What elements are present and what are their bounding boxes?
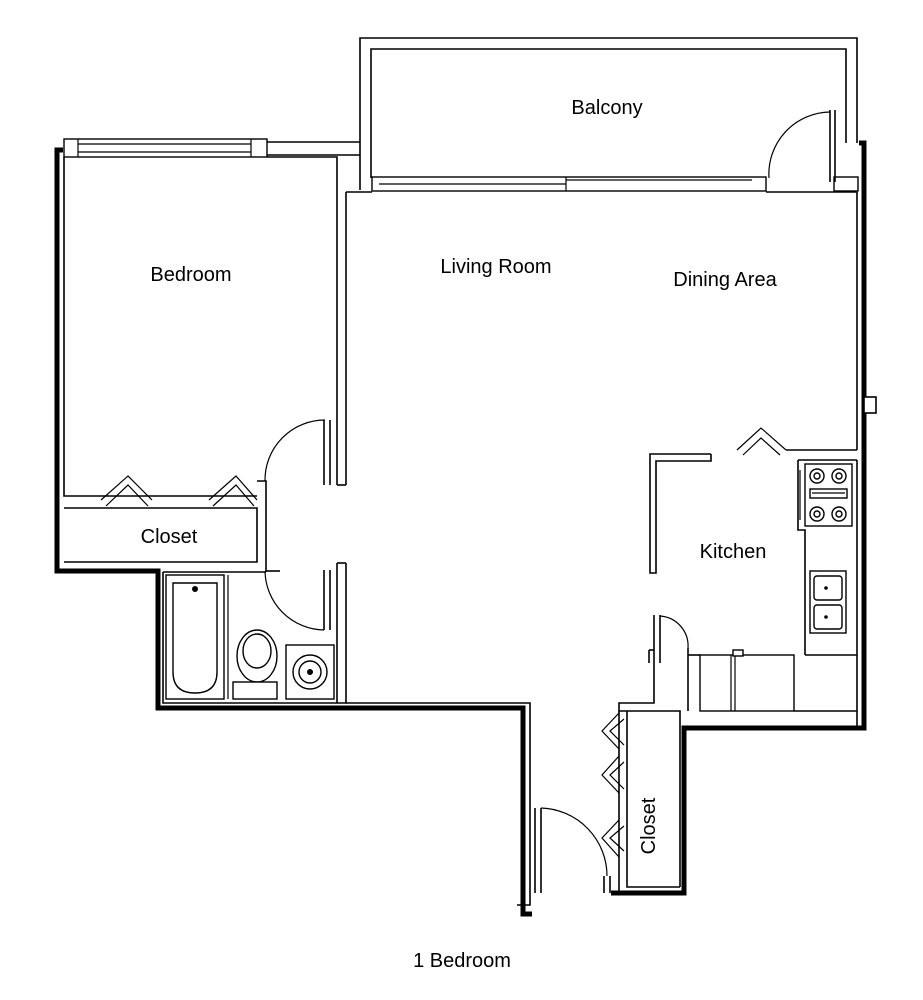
shower-drain-icon xyxy=(285,644,335,700)
living-dining xyxy=(346,191,858,450)
refrigerator-icon xyxy=(699,649,795,712)
bifold-door-icon xyxy=(601,712,625,858)
balcony-label: Balcony xyxy=(571,97,642,119)
plan-caption: 1 Bedroom xyxy=(413,950,511,972)
bedroom-label: Bedroom xyxy=(150,264,231,286)
door-swing-icon xyxy=(648,615,689,711)
dining-area-label: Dining Area xyxy=(673,269,777,291)
bathtub-icon xyxy=(165,574,225,700)
sink-icon xyxy=(809,570,847,634)
stove-icon xyxy=(799,463,853,527)
kitchen-label: Kitchen xyxy=(700,541,767,563)
door-swing-icon xyxy=(768,110,836,182)
entry-hall xyxy=(346,702,680,914)
bifold-door-icon xyxy=(100,475,258,507)
kitchen xyxy=(618,427,858,887)
bedroom-closet-label: Closet xyxy=(141,526,198,548)
door-swing-icon xyxy=(534,807,611,893)
living-room-label: Living Room xyxy=(440,256,551,278)
bedroom xyxy=(63,138,347,563)
window-icon xyxy=(371,176,767,192)
window-icon xyxy=(63,138,268,158)
door-swing-icon xyxy=(264,419,331,485)
door-swing-icon xyxy=(264,570,331,631)
balcony xyxy=(359,37,859,192)
hall-closet-label: Closet xyxy=(638,797,660,854)
room-labels: Balcony Bedroom Living Room Dining Area … xyxy=(141,97,778,854)
toilet-icon xyxy=(227,575,278,700)
bathroom xyxy=(162,562,347,704)
